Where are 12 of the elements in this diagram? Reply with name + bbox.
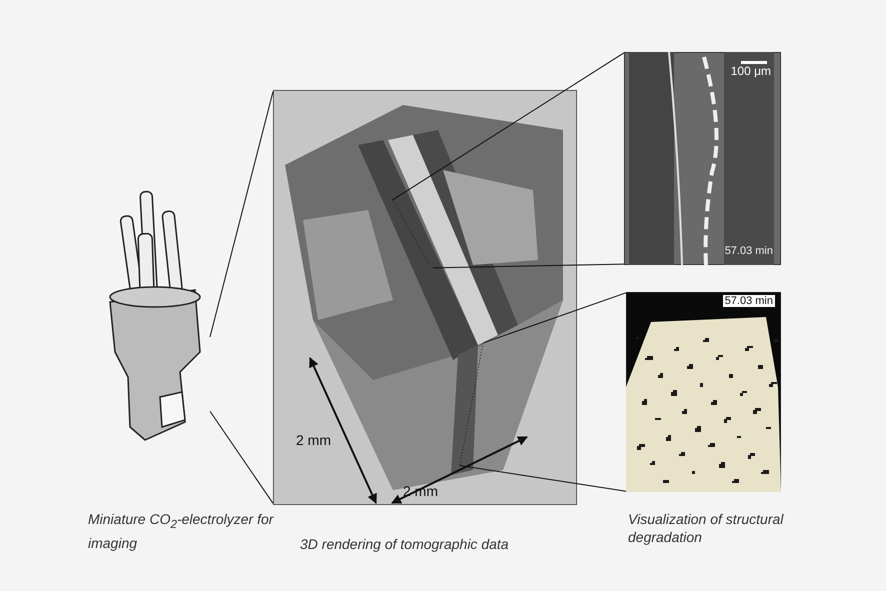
caption: Miniature CO$_{2}$-electrolyzer for imaging xyxy=(88,510,275,552)
timestamp-label: 57.03 min xyxy=(722,295,775,307)
zoom-line xyxy=(392,52,624,201)
zoom-line xyxy=(210,91,274,338)
zoom-line xyxy=(458,464,626,492)
zoom-line xyxy=(484,292,626,344)
caption: 3D rendering of tomographic data xyxy=(300,535,510,553)
timestamp-label: 57.03 min xyxy=(724,245,773,257)
caption: Visualization of structural degradation xyxy=(628,510,785,546)
zoom-line xyxy=(210,410,274,504)
dimension-label: 2 mm xyxy=(296,432,331,448)
scale-label: 100 μm xyxy=(730,64,771,78)
